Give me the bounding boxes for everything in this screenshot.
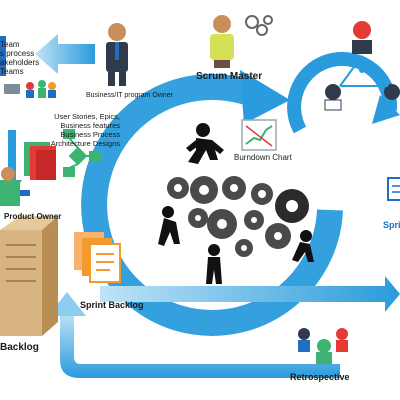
sprint-backlog-docs bbox=[74, 232, 121, 283]
sprint-label-partial: Spri bbox=[383, 220, 400, 230]
product-owner-figure bbox=[0, 167, 30, 206]
worker-left bbox=[158, 206, 180, 246]
daily-standup-figures bbox=[324, 21, 400, 111]
retrospective-group-icon bbox=[298, 328, 348, 364]
sprint-cycle-arrowhead bbox=[240, 70, 290, 124]
gears-cluster bbox=[167, 176, 309, 257]
team-group-icon bbox=[26, 80, 56, 98]
worker-right bbox=[292, 230, 314, 262]
retrospective-label: Retrospective bbox=[290, 372, 350, 382]
daily-cycle-arrowhead bbox=[372, 95, 400, 124]
backlog-label: Backlog bbox=[0, 342, 39, 353]
business-owner-label: Business/IT program Owner bbox=[86, 92, 174, 99]
business-owner-figure bbox=[106, 23, 128, 86]
documents-stack-icon bbox=[24, 142, 56, 180]
scrum-master-figure bbox=[210, 15, 273, 68]
process-flowchart-icon bbox=[63, 129, 101, 177]
stakeholders-line: Teams bbox=[0, 67, 24, 76]
bottom-right-arrow bbox=[100, 276, 400, 312]
stakeholders-line: Team bbox=[0, 40, 20, 49]
features-line: Architecture Designs bbox=[50, 139, 120, 148]
left-down-arrow bbox=[2, 130, 22, 194]
stakeholders-text: Team s process akeholders Teams bbox=[0, 40, 70, 76]
sprint-backlog-label: Sprint Backlog bbox=[80, 300, 144, 310]
product-owner-label: Product Owner bbox=[4, 212, 62, 221]
bottom-loop-arrow bbox=[60, 312, 340, 378]
sprint-icon-right bbox=[387, 177, 400, 201]
burndown-chart-label: Burndown Chart bbox=[234, 153, 292, 162]
features-line: Business Process bbox=[60, 130, 120, 139]
features-text: User Stories, Epics, Business features B… bbox=[20, 112, 120, 148]
burndown-chart-icon bbox=[241, 119, 277, 151]
runner-figure bbox=[186, 123, 224, 164]
product-backlog-box bbox=[0, 216, 58, 336]
scrum-master-label: Scrum Master bbox=[196, 71, 263, 82]
features-line: Business features bbox=[60, 121, 120, 130]
top-left-arrow bbox=[35, 34, 95, 74]
stakeholders-line: akeholders bbox=[0, 58, 40, 67]
stakeholders-bar bbox=[0, 36, 6, 76]
worker-bottom bbox=[206, 244, 222, 284]
laptop-icon bbox=[4, 84, 20, 94]
features-line: User Stories, Epics, bbox=[54, 112, 120, 121]
stakeholders-line: s process bbox=[0, 49, 35, 58]
